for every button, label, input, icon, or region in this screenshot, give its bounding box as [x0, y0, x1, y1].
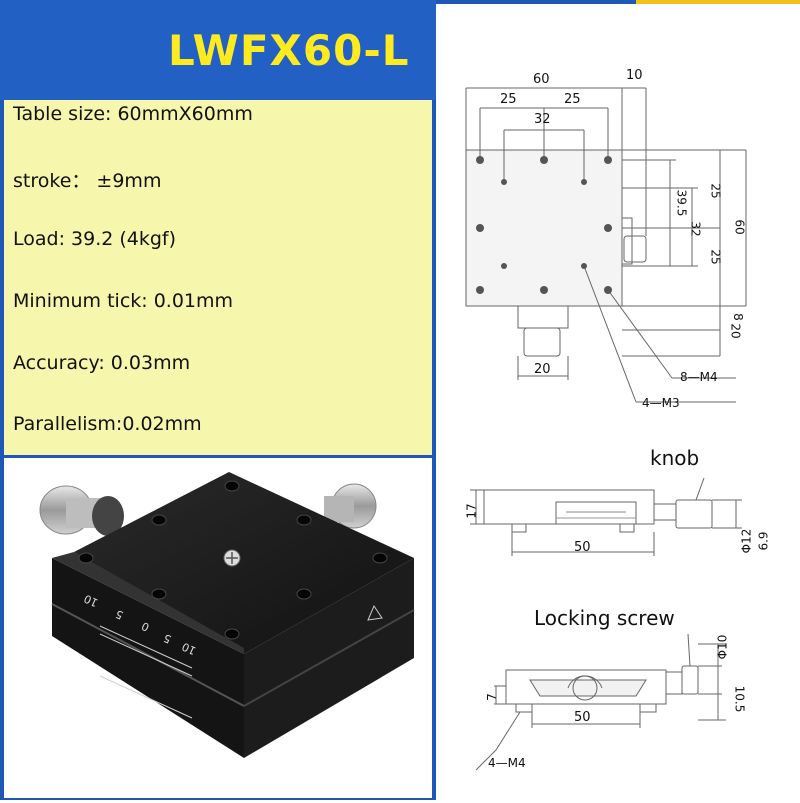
- top-strip-accent: [636, 0, 800, 4]
- top-view-drawing: [465, 87, 747, 403]
- dim-10-5: 10.5: [732, 685, 747, 713]
- dim-6-9: 6.9: [756, 531, 771, 551]
- knob-label: knob: [650, 446, 700, 470]
- callout-4-m4: 4—M4: [488, 756, 526, 770]
- spec-load: Load: 39.2 (4kgf): [13, 228, 177, 250]
- dim-7: 7: [484, 693, 499, 701]
- dim-hole-25-right: 25: [564, 92, 581, 107]
- spec-min-tick: Minimum tick: 0.01mm: [13, 290, 234, 312]
- front-view-drawing: [475, 633, 726, 771]
- dim-hole-32: 32: [534, 112, 551, 127]
- front-left-face: [52, 558, 244, 758]
- drawing-holes: [476, 156, 612, 294]
- side-view-drawing: [470, 477, 742, 556]
- left-knob: [39, 485, 124, 536]
- locking-screw-label: Locking screw: [534, 606, 675, 630]
- dim-phi-10: Φ10: [715, 634, 730, 660]
- spec-accuracy: Accuracy: 0.03mm: [13, 352, 191, 374]
- dim-phi-12: Φ12: [739, 528, 754, 554]
- dim-front-50: 50: [574, 710, 591, 725]
- dim-vertical-25-top: 25: [708, 183, 723, 199]
- callout-4-m3: 4—M3: [642, 396, 680, 410]
- product-photo: 10 5 0 5 10: [4, 458, 432, 798]
- callout-8-m4: 8—M4: [680, 370, 718, 384]
- dim-height-60: 60: [732, 219, 747, 235]
- dim-20-vertical: 20: [728, 323, 743, 339]
- technical-drawings: 60 10 25 25 32 39.5 32 25 60 25 8 20 20 …: [436, 0, 800, 800]
- plate-edge: [52, 552, 244, 654]
- dim-knob-10: 10: [626, 68, 643, 83]
- spec-table-size: Table size: 60mmX60mm: [13, 103, 253, 125]
- top-strip: [436, 0, 800, 4]
- dim-39-5: 39.5: [674, 189, 689, 217]
- vernier-scale: [99, 625, 193, 719]
- dim-vertical-32: 32: [688, 221, 703, 237]
- right-knob: [324, 483, 377, 529]
- spec-stroke: stroke： ±9mm: [13, 170, 162, 192]
- dim-hole-25-left: 25: [500, 92, 517, 107]
- dim-17: 17: [464, 503, 479, 519]
- product-title: LWFX60-L: [168, 26, 410, 75]
- title-bar: LWFX60-L: [0, 0, 436, 100]
- mounting-holes: [78, 480, 388, 640]
- spec-list: Table size: 60mmX60mm stroke： ±9mm Load:…: [4, 100, 432, 455]
- dim-8: 8: [730, 313, 745, 321]
- spec-parallelism: Parallelism:0.02mm: [13, 413, 202, 435]
- direction-mark: [367, 604, 383, 621]
- stage-illustration: [39, 472, 415, 758]
- stage-split-line-right: [243, 609, 415, 707]
- stage-split-line: [51, 603, 245, 707]
- dim-width-60: 60: [533, 72, 550, 87]
- dim-20-bottom: 20: [534, 362, 551, 377]
- dim-side-50: 50: [574, 540, 591, 555]
- dim-vertical-25-bottom: 25: [708, 249, 723, 265]
